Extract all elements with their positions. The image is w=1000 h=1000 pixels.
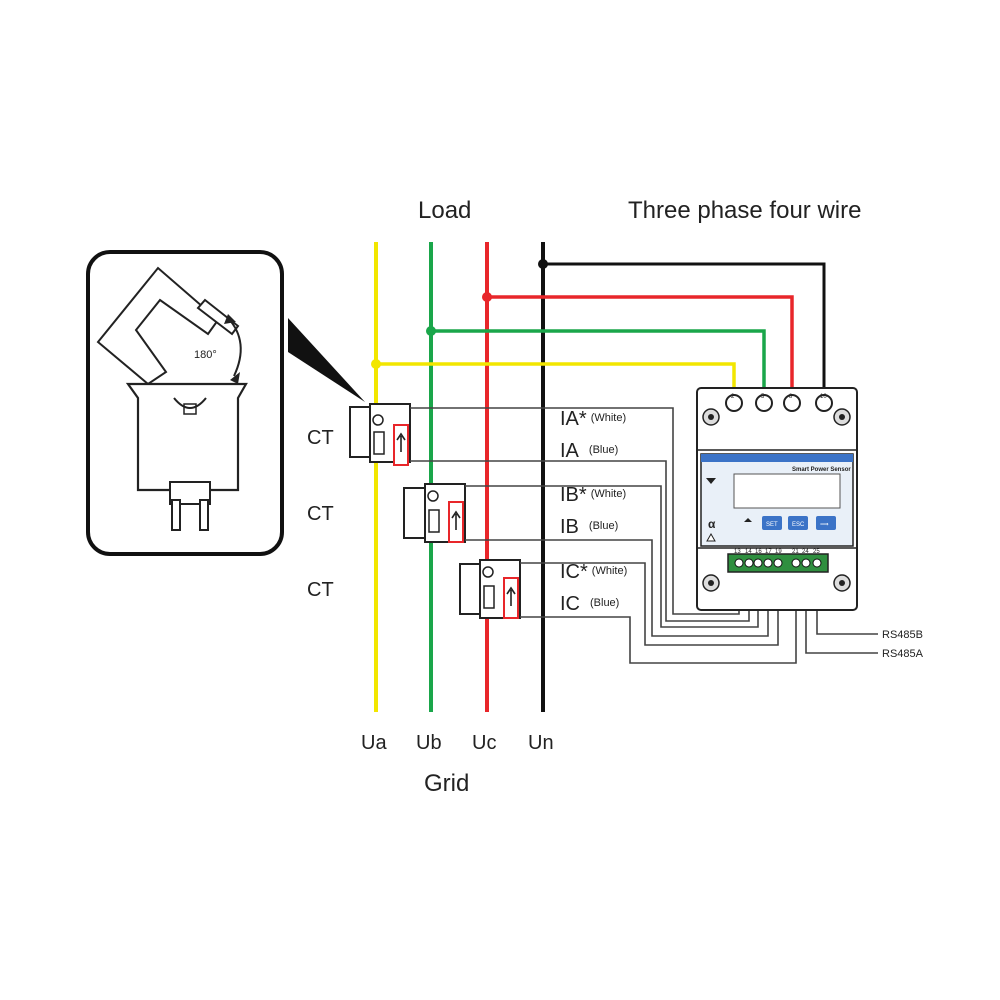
- signal-icon: [706, 478, 716, 484]
- signal-ib: IB(Blue): [560, 516, 618, 538]
- signal-ic: IC(Blue): [560, 593, 619, 615]
- smart-power-sensor: 2 5 8 10 Smart Power Sensor α SET ESC ⟹: [696, 387, 858, 611]
- svg-text:25: 25: [813, 549, 820, 555]
- signal-ia-star: IA*(White): [560, 408, 626, 430]
- ct-label-c: CT: [307, 579, 334, 601]
- ct-body: [125, 382, 248, 492]
- meter-name: Smart Power Sensor: [792, 467, 851, 473]
- phase-lines: [374, 242, 545, 712]
- load-label: Load: [418, 197, 471, 224]
- phase-label-un: Un: [528, 732, 554, 754]
- ct-label-a: CT: [307, 427, 334, 449]
- svg-text:10: 10: [820, 394, 827, 400]
- ct-c: [459, 559, 521, 619]
- phase-label-ua: Ua: [361, 732, 387, 754]
- signal-ic-star: IC*(White): [560, 561, 627, 583]
- ct-jaw: [96, 266, 220, 386]
- alpha-icon: α: [708, 517, 716, 531]
- ct-detail-inset: 180°: [86, 250, 365, 556]
- svg-text:5: 5: [761, 394, 765, 400]
- terminal-2: [725, 394, 743, 412]
- ct-label-b: CT: [307, 503, 334, 525]
- svg-text:⟹: ⟹: [820, 522, 829, 528]
- phase-label-ub: Ub: [416, 732, 442, 754]
- svg-text:21: 21: [792, 549, 799, 555]
- voltage-wires: [371, 259, 826, 388]
- svg-text:SET: SET: [766, 522, 778, 528]
- terminal-8: [783, 394, 801, 412]
- svg-text:ESC: ESC: [792, 522, 805, 528]
- svg-text:24: 24: [802, 549, 809, 555]
- svg-text:19: 19: [775, 549, 782, 555]
- grid-label: Grid: [424, 770, 469, 797]
- phase-label-uc: Uc: [472, 732, 496, 754]
- arrow-up-icon: [744, 518, 752, 522]
- bottom-terminal-screws: [734, 558, 822, 568]
- enter-button[interactable]: [816, 516, 836, 530]
- esc-button[interactable]: [788, 516, 808, 530]
- terminal-10: [815, 394, 833, 412]
- rs485b-label: RS485B: [882, 629, 923, 641]
- system-label: Three phase four wire: [628, 197, 861, 224]
- terminal-5: [755, 394, 773, 412]
- warning-icon: [706, 532, 716, 542]
- signal-ib-star: IB*(White): [560, 484, 626, 506]
- svg-text:14: 14: [745, 549, 752, 555]
- svg-text:8: 8: [789, 394, 793, 400]
- ct-pin-right: [199, 499, 209, 531]
- meter-display: [733, 473, 841, 509]
- svg-text:13: 13: [734, 549, 741, 555]
- svg-text:16: 16: [755, 549, 762, 555]
- ct-a: [349, 403, 411, 466]
- svg-text:2: 2: [731, 394, 735, 400]
- svg-text:17: 17: [765, 549, 772, 555]
- ct-b: [403, 483, 466, 543]
- ct-pin-left: [171, 499, 181, 531]
- rs485a-label: RS485A: [882, 648, 924, 660]
- signal-ia: IA(Blue): [560, 440, 618, 462]
- inset-pointer: [288, 318, 365, 402]
- signal-labels: IA*(White) IA(Blue) IB*(White) IB(Blue) …: [560, 408, 627, 615]
- angle-label: 180°: [194, 349, 217, 361]
- set-button[interactable]: [762, 516, 782, 530]
